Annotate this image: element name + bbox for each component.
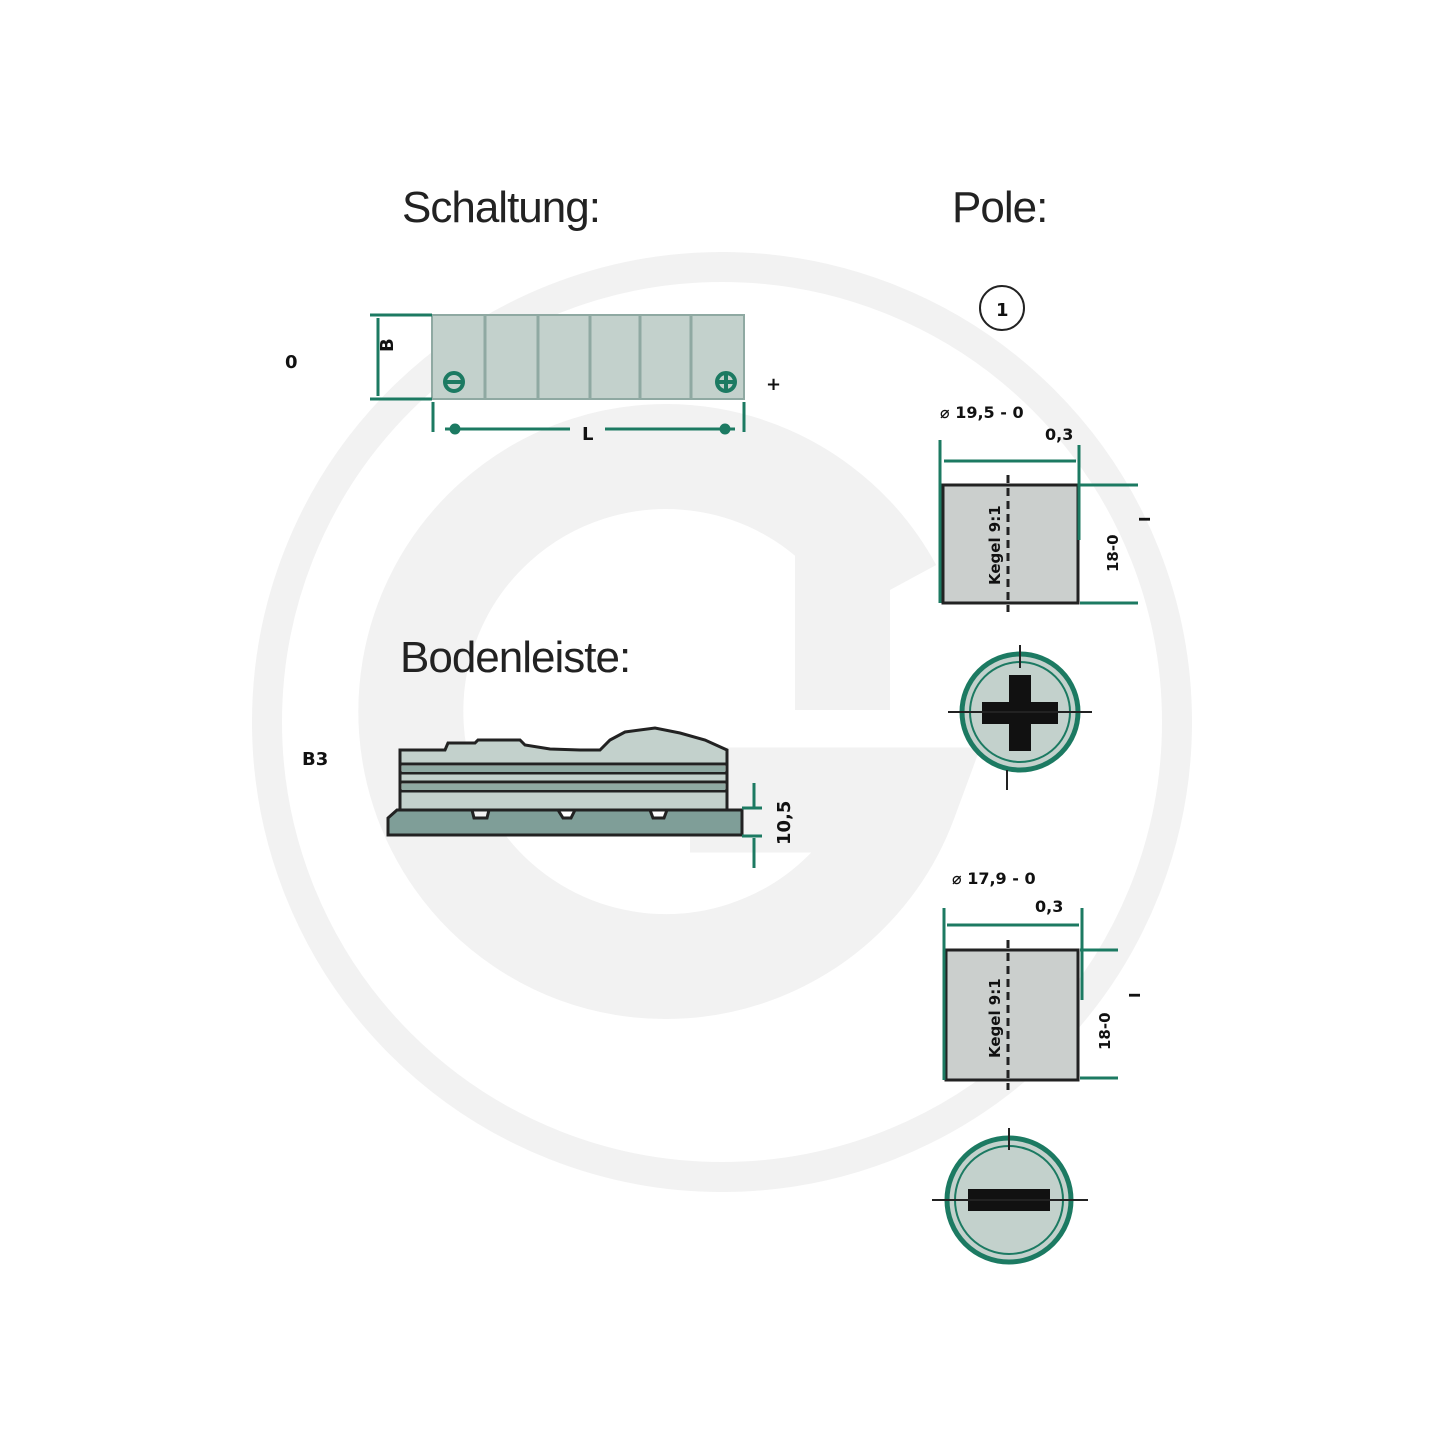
pole-type-number: 1 — [996, 300, 1009, 321]
pole2-tolerance: 0,3 — [1035, 897, 1063, 916]
pole1-diameter: ⌀ 19,5 - 0 — [940, 403, 1024, 422]
heading-schaltung: Schaltung: — [402, 183, 600, 232]
pole1-side: I — [1136, 516, 1154, 522]
plus-pole-top-icon — [948, 645, 1092, 790]
pole1-height: 18-0 — [1104, 534, 1122, 572]
pole1-side-view — [938, 440, 1138, 612]
length-label: L — [582, 424, 593, 445]
plus-terminal-icon — [715, 371, 737, 393]
pole2-side: I — [1126, 992, 1144, 998]
height-label: B — [377, 338, 398, 352]
pole1-taper: Kegel 9:1 — [986, 505, 1004, 585]
battery-top-view — [370, 313, 746, 435]
plus-label: + — [766, 374, 781, 395]
heading-pole: Pole: — [952, 183, 1047, 232]
bodenleiste-height: 10,5 — [774, 801, 795, 845]
watermark-logo — [252, 252, 1192, 1192]
minus-pole-top-icon — [932, 1128, 1088, 1265]
pole2-height: 18-0 — [1096, 1012, 1114, 1050]
bodenleiste-code: B3 — [302, 749, 328, 770]
pole1-tolerance: 0,3 — [1045, 425, 1073, 444]
pole2-side-view — [942, 908, 1118, 1090]
heading-bodenleiste: Bodenleiste: — [400, 633, 630, 682]
bottom-ledge-view — [386, 726, 762, 868]
minus-terminal-icon — [443, 371, 465, 393]
pole2-taper: Kegel 9:1 — [986, 978, 1004, 1058]
pole2-diameter: ⌀ 17,9 - 0 — [952, 869, 1036, 888]
schaltung-left-label: 0 — [285, 352, 298, 373]
pole-type-circle — [979, 285, 1025, 331]
